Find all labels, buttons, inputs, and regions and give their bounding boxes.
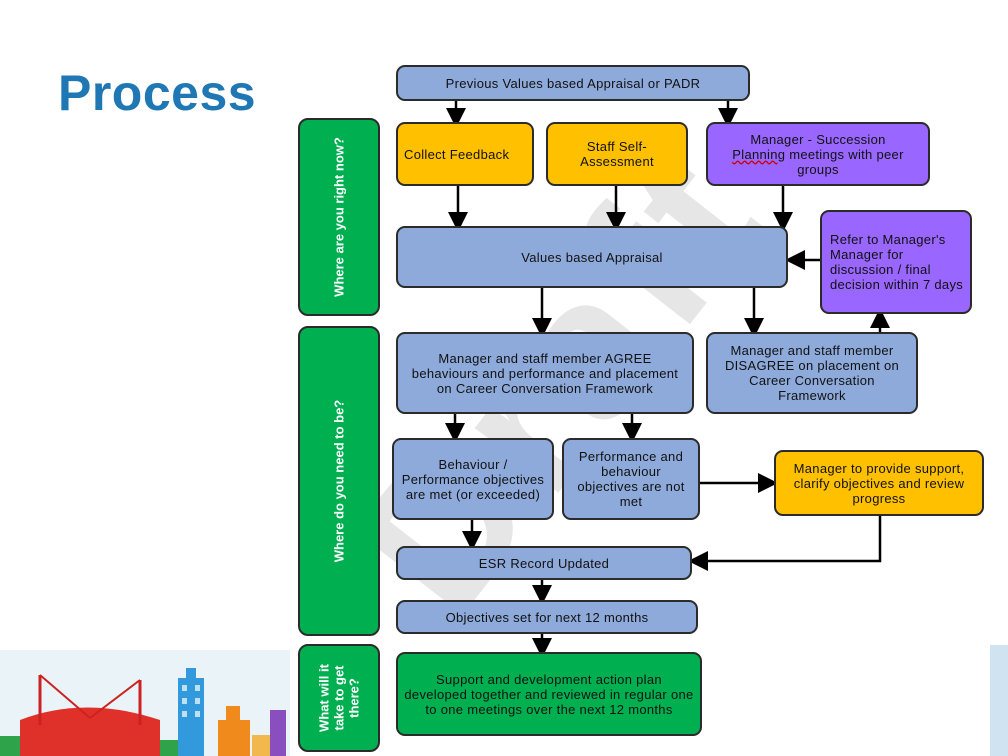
agree-text: Manager and staff member AGREE behaviour… [411,350,679,396]
manager-support-text: Manager to provide support, clarify obje… [793,460,965,506]
objectives-next-box: Objectives set for next 12 months [396,600,698,634]
skyline-edge-decoration [990,645,1008,756]
previous-appraisal-box: Previous Values based Appraisal or PADR [396,65,750,101]
refer-manager-box: Refer to Manager's Manager for discussio… [820,210,972,314]
city-skyline-illustration [0,650,290,756]
manager-succession-line2: meetings with peer groups [789,146,904,177]
values-appraisal-box: Values based Appraisal [396,226,788,288]
previous-appraisal-text: Previous Values based Appraisal or PADR [445,75,701,91]
collect-feedback-box: Collect Feedback [396,122,534,186]
values-appraisal-text: Values based Appraisal [521,249,663,265]
esr-updated-text: ESR Record Updated [478,555,610,571]
manager-succession-box: Manager - Succession Planning meetings w… [706,122,930,186]
objectives-not-met-text: Performance and behaviour objectives are… [577,449,685,509]
manager-succession-line1: Manager - Succession [750,131,886,147]
disagree-box: Manager and staff member DISAGREE on pla… [706,332,918,414]
stadium-icon [20,707,160,756]
support-plan-box: Support and development action plan deve… [396,652,702,736]
side-label-take: What will it take to get there? [298,644,380,752]
objectives-met-text: Behaviour / Performance objectives are m… [401,456,545,502]
side-label-need: Where do you need to be? [298,326,380,636]
staff-self-assessment-box: Staff Self-Assessment [546,122,688,186]
support-plan-text: Support and development action plan deve… [404,671,694,717]
tower-icon [178,678,204,756]
manager-succession-text: Manager - Succession Planning meetings w… [714,132,922,177]
side-label-now: Where are you right now? [298,118,380,316]
castle-icon [218,720,250,756]
objectives-met-box: Behaviour / Performance objectives are m… [392,438,554,520]
objectives-not-met-box: Performance and behaviour objectives are… [562,438,700,520]
page-title: Process [58,65,257,121]
objectives-next-text: Objectives set for next 12 months [445,609,649,625]
refer-manager-text: Refer to Manager's Manager for discussio… [830,232,964,292]
esr-updated-box: ESR Record Updated [396,546,692,580]
collect-feedback-text: Collect Feedback [404,146,510,162]
manager-succession-underlined: Planning [732,146,786,162]
manager-support-box: Manager to provide support, clarify obje… [774,450,984,516]
disagree-text: Manager and staff member DISAGREE on pla… [724,343,900,403]
arrow-support-to-esr [688,516,882,571]
agree-box: Manager and staff member AGREE behaviour… [396,332,694,414]
staff-self-assessment-text: Staff Self-Assessment [580,139,654,169]
